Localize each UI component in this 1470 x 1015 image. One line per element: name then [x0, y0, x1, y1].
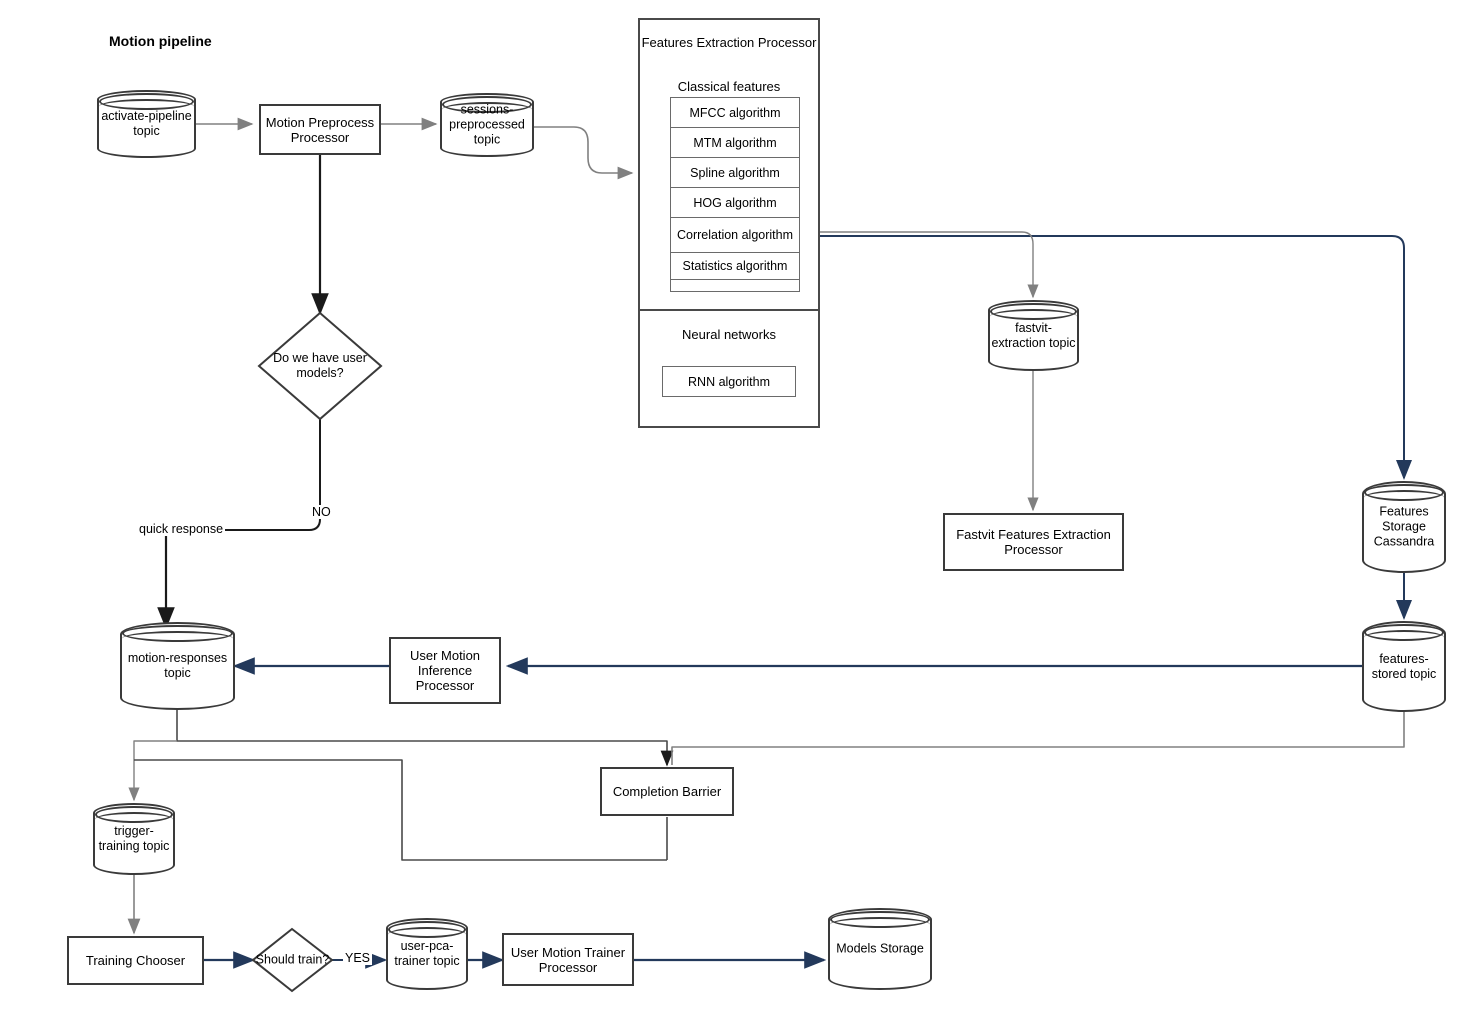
cylinder-lid-inner: [388, 927, 466, 942]
process-training-chooser[interactable]: Training Chooser: [67, 936, 204, 985]
process-label: Completion Barrier: [612, 784, 722, 799]
datastore-label: motion-responses topic: [127, 651, 228, 680]
process-label: User Motion Inference Processor: [409, 648, 481, 693]
algorithm-label: Statistics algorithm: [682, 259, 788, 273]
datastore-trigger-training-topic[interactable]: trigger-training topic: [93, 803, 175, 875]
datastore-user-pca-trainer-topic[interactable]: user-pca-trainer topic: [386, 918, 468, 990]
datastore-label: fastvit-extraction topic: [991, 320, 1076, 350]
algorithm-mtm[interactable]: MTM algorithm: [670, 127, 800, 158]
cylinder-lid-inner: [830, 917, 930, 932]
decision-do-we-have-user-models[interactable]: Do we have user models?: [259, 313, 381, 419]
cylinder-lid-inner: [122, 631, 233, 646]
edge-label-no: NO: [310, 505, 333, 519]
datastore-fastvit-extraction-topic[interactable]: fastvit-extraction topic: [988, 300, 1079, 371]
process-user-motion-trainer-processor[interactable]: User Motion Trainer Processor: [502, 933, 634, 986]
datastore-models-storage[interactable]: Models Storage: [828, 908, 932, 990]
datastore-features-stored-topic[interactable]: features-stored topic: [1362, 621, 1446, 712]
cylinder-lid-inner: [1364, 630, 1444, 645]
datastore-label: Features Storage Cassandra: [1373, 504, 1435, 549]
edge-label-quick-response: quick response: [137, 522, 226, 536]
process-label: Fastvit Features Extraction Processor: [956, 527, 1111, 557]
datastore-motion-responses-topic[interactable]: motion-responses topic: [120, 622, 235, 710]
cylinder-lid-inner: [99, 99, 194, 114]
algorithm-mfcc[interactable]: MFCC algorithm: [670, 97, 800, 128]
datastore-label: trigger-training topic: [98, 824, 170, 853]
classical-features-list: MFCC algorithm MTM algorithm Spline algo…: [670, 97, 800, 292]
datastore-sessions-preprocessed-topic[interactable]: sessions-preprocessed topic: [440, 93, 534, 157]
decision-label: Should train?: [255, 952, 330, 967]
features-extraction-title: Features Extraction Processor: [641, 35, 817, 50]
cylinder-lid-inner: [442, 102, 532, 117]
process-label: User Motion Trainer Processor: [510, 944, 626, 975]
process-completion-barrier[interactable]: Completion Barrier: [600, 767, 734, 816]
algorithm-spline[interactable]: Spline algorithm: [670, 157, 800, 188]
datastore-label: activate-pipeline topic: [101, 109, 192, 138]
algorithm-label: Spline algorithm: [690, 165, 780, 180]
cylinder-lid-inner: [990, 309, 1077, 324]
datastore-activate-pipeline-topic[interactable]: activate-pipeline topic: [97, 90, 196, 158]
decision-should-train[interactable]: Should train?: [253, 929, 332, 991]
algorithm-hog[interactable]: HOG algorithm: [670, 187, 800, 218]
page-title: Motion pipeline: [109, 33, 212, 49]
process-motion-preprocess-processor[interactable]: Motion Preprocess Processor: [259, 104, 381, 155]
datastore-label: sessions-preprocessed topic: [449, 102, 525, 147]
datastore-label: features-stored topic: [1371, 651, 1437, 681]
process-label: Training Chooser: [85, 953, 186, 968]
decision-label: Do we have user models?: [273, 351, 367, 380]
cylinder-lid-inner: [95, 812, 173, 827]
algorithm-correlation[interactable]: Correlation algorithm: [670, 217, 800, 253]
algorithm-label: MFCC algorithm: [689, 105, 781, 120]
neural-networks-title: Neural networks: [682, 327, 776, 342]
algorithm-rnn[interactable]: RNN algorithm: [662, 366, 796, 397]
datastore-label: Models Storage: [836, 941, 924, 956]
classical-features-title: Classical features: [677, 79, 781, 94]
edge-label-yes: YES: [343, 951, 373, 965]
process-user-motion-inference-processor[interactable]: User Motion Inference Processor: [389, 637, 501, 704]
algorithm-label: Correlation algorithm: [676, 228, 794, 242]
group-neural-networks: Neural networks RNN algorithm: [638, 309, 820, 428]
algorithm-label: HOG algorithm: [693, 195, 777, 210]
process-fastvit-features-extraction-processor[interactable]: Fastvit Features Extraction Processor: [943, 513, 1124, 571]
datastore-features-storage-cassandra[interactable]: Features Storage Cassandra: [1362, 481, 1446, 573]
process-label: Motion Preprocess Processor: [265, 114, 375, 145]
datastore-label: user-pca-trainer topic: [394, 939, 460, 968]
algorithm-label: RNN algorithm: [688, 374, 770, 389]
cylinder-lid-inner: [1364, 490, 1444, 505]
algorithm-label: MTM algorithm: [693, 135, 777, 150]
algorithm-statistics[interactable]: Statistics algorithm: [670, 252, 800, 280]
